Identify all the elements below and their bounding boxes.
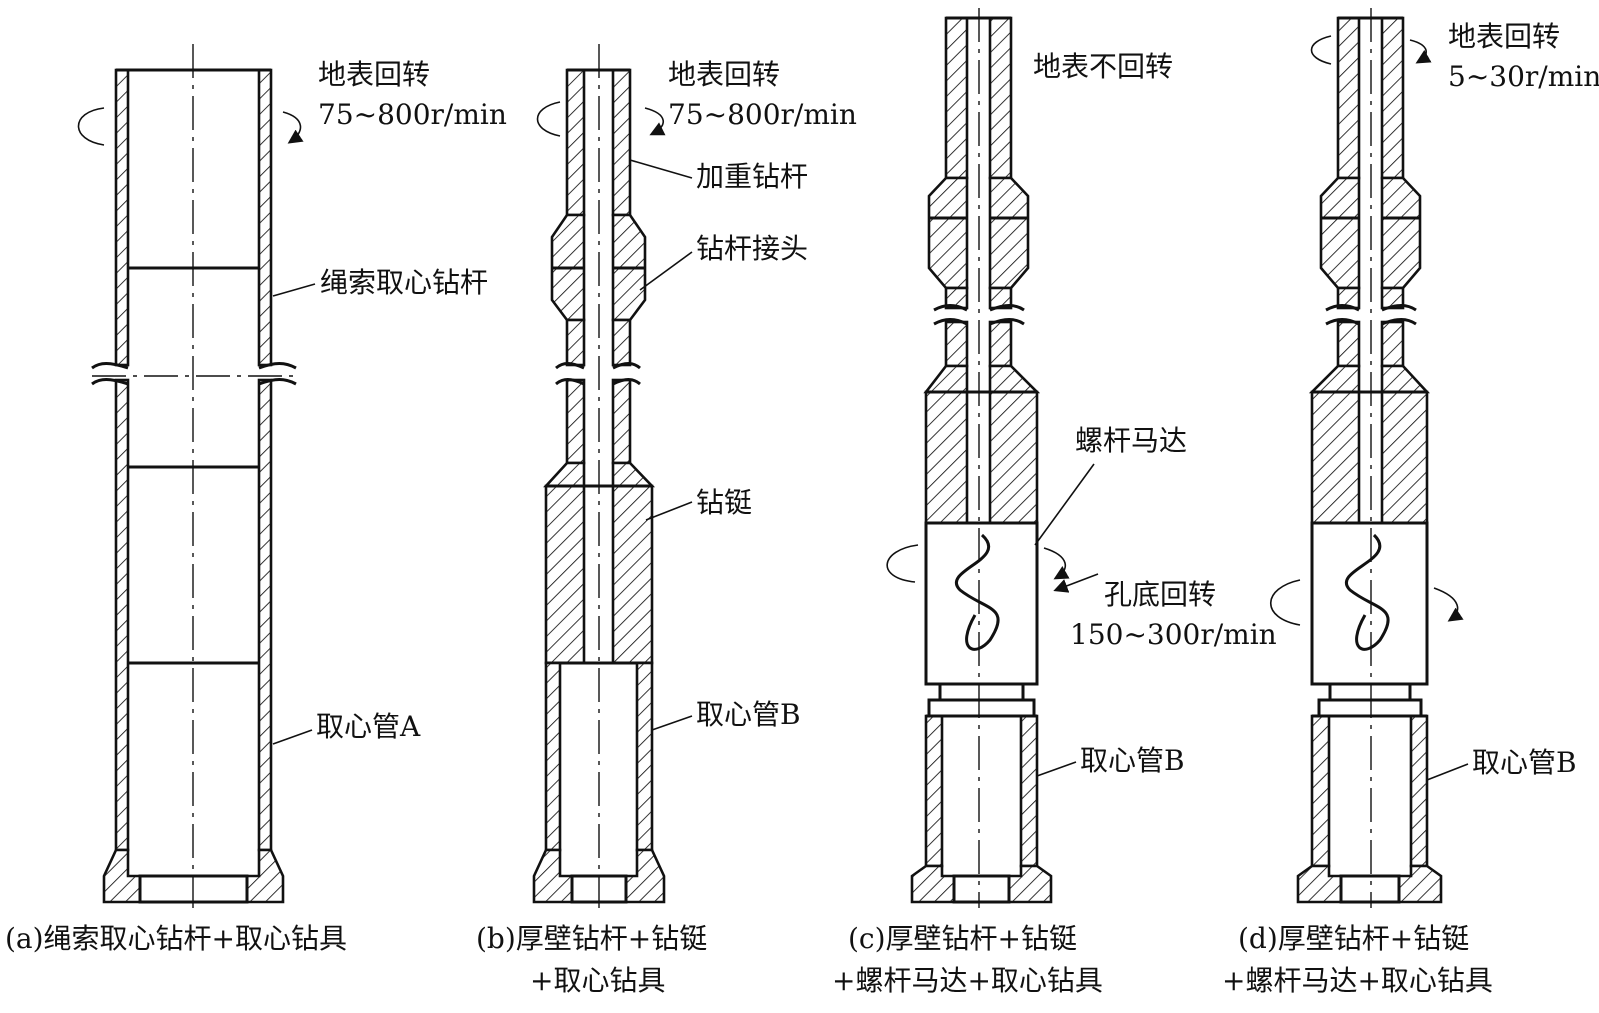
label-heavy-pipe: 加重钻杆 bbox=[696, 160, 808, 193]
label-core-tube-b: 取心管B bbox=[1080, 744, 1185, 777]
break-mark bbox=[933, 304, 1025, 326]
heavy-drill-pipe bbox=[550, 68, 647, 465]
diagram-b: 地表回转 75~800r/min 加重钻杆 钻杆接头 钻铤 取心管B (b)厚壁… bbox=[476, 44, 857, 997]
leader-line bbox=[272, 729, 313, 745]
screw-motor bbox=[1310, 521, 1429, 718]
rotation-label: 地表回转 bbox=[1448, 20, 1560, 53]
label-tool-joint: 钻杆接头 bbox=[696, 232, 808, 265]
label-core-tube-b: 取心管B bbox=[696, 698, 801, 731]
rotation-label: 地表回转 bbox=[668, 58, 780, 91]
diagram-a: 地表回转 75~800r/min 绳索取心钻杆 取心管A (a)绳索取心钻杆+取… bbox=[5, 44, 507, 955]
caption-c-line1: (c)厚壁钻杆+钻铤 bbox=[848, 922, 1077, 955]
leader-line bbox=[645, 501, 693, 521]
label-drill-collar: 钻铤 bbox=[696, 486, 752, 519]
screw-motor bbox=[924, 521, 1039, 718]
core-tube-b bbox=[1296, 714, 1443, 904]
label-downhole-speed: 150~300r/min bbox=[1070, 618, 1277, 651]
caption-b-line2: +取心钻具 bbox=[530, 964, 665, 997]
caption-d-line1: (d)厚壁钻杆+钻铤 bbox=[1238, 922, 1469, 955]
leader-line bbox=[629, 159, 693, 179]
rotation-label: 地表回转 bbox=[318, 58, 430, 91]
leader-arrow bbox=[1053, 573, 1099, 593]
rotation-label: 地表不回转 bbox=[1033, 50, 1173, 83]
heavy-drill-pipe bbox=[927, 16, 1030, 368]
label-downhole-rotation: 孔底回转 bbox=[1104, 578, 1216, 611]
break-mark bbox=[555, 362, 641, 386]
rotation-speed: 75~800r/min bbox=[668, 98, 857, 131]
label-core-tube-a: 取心管A bbox=[316, 710, 421, 743]
rotation-arrow bbox=[77, 107, 304, 146]
drill-collar bbox=[1308, 364, 1430, 525]
drill-collar bbox=[543, 461, 656, 665]
label-screw-motor: 螺杆马达 bbox=[1075, 424, 1187, 457]
leader-line bbox=[639, 251, 693, 291]
drill-collar bbox=[923, 364, 1041, 525]
rotation-arrow bbox=[886, 544, 1070, 583]
break-mark bbox=[91, 362, 297, 386]
core-tube-b bbox=[910, 714, 1053, 904]
caption-c-line2: +螺杆马达+取心钻具 bbox=[832, 964, 1103, 997]
diagram-c: 地表不回转 螺杆马达 孔底回转 150~300r/min 取心管B (c)厚壁钻… bbox=[832, 8, 1277, 997]
break-mark bbox=[1325, 304, 1417, 326]
rotation-arrow bbox=[536, 101, 666, 137]
diagram-d: 地表回转 5~30r/min 取心管B (d)厚壁钻杆+钻铤 +螺杆马达+取心钻… bbox=[1222, 8, 1599, 997]
rotation-speed: 75~800r/min bbox=[318, 98, 507, 131]
leader-line bbox=[272, 283, 316, 297]
caption-a: (a)绳索取心钻杆+取心钻具 bbox=[5, 922, 347, 955]
leader-line bbox=[651, 715, 693, 731]
leader-line bbox=[1426, 763, 1469, 781]
label-core-tube-b: 取心管B bbox=[1472, 746, 1577, 779]
caption-b-line1: (b)厚壁钻杆+钻铤 bbox=[476, 922, 707, 955]
caption-d-line2: +螺杆马达+取心钻具 bbox=[1222, 964, 1493, 997]
leader-line bbox=[1036, 761, 1077, 777]
core-tube-b bbox=[532, 661, 666, 904]
heavy-drill-pipe bbox=[1319, 16, 1422, 368]
leader-line bbox=[1034, 463, 1095, 546]
rotation-speed: 5~30r/min bbox=[1448, 60, 1599, 93]
rotation-arrow bbox=[1270, 35, 1464, 626]
label-wireline-rod: 绳索取心钻杆 bbox=[320, 266, 488, 299]
